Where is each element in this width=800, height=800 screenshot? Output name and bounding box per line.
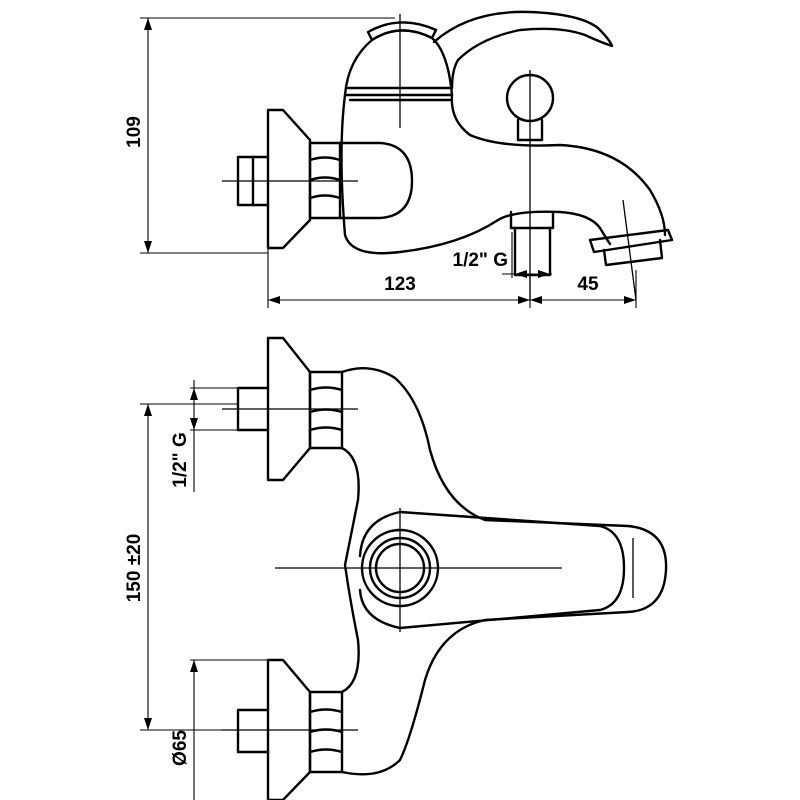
side-spout-outlet xyxy=(588,228,674,254)
top-lever-handle xyxy=(358,510,626,630)
dim-width-label: 123 xyxy=(384,274,416,295)
side-wall-flange xyxy=(266,108,312,250)
side-inlet-body xyxy=(338,141,414,220)
dim-thread-top-label: 1/2" G xyxy=(170,432,191,487)
side-body-outline xyxy=(340,93,667,255)
side-lever-handle xyxy=(432,10,614,90)
dim-thread-side-label: 1/2" G xyxy=(453,250,508,271)
top-body-outline xyxy=(340,366,668,776)
top-view: 150 ±20 1/2" G Ø65 xyxy=(124,336,668,800)
side-cap-top xyxy=(366,21,438,42)
dim-height-label: 109 xyxy=(124,116,145,148)
side-bottom-connector xyxy=(509,210,555,230)
dim-flange-diameter-label: Ø65 xyxy=(170,730,191,766)
dim-spout-label: 45 xyxy=(577,274,599,295)
side-view: 109 123 45 1/2" G xyxy=(124,10,674,308)
dim-centers-label: 150 ±20 xyxy=(124,534,145,603)
top-lower-nut xyxy=(308,690,344,774)
